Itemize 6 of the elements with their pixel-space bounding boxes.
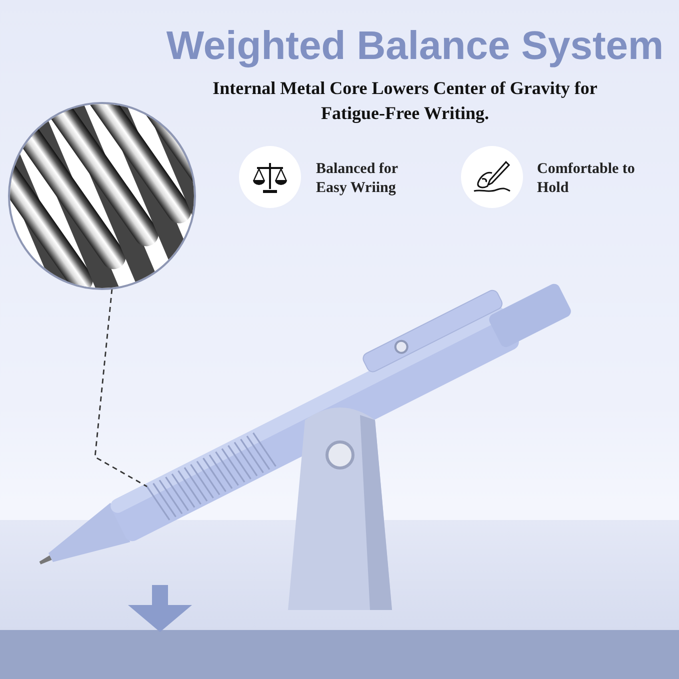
subtitle: Internal Metal Core Lowers Center of Gravity for Fatigue-Free Writing. (212, 77, 598, 126)
feature-text: Comfortable to Hold (537, 160, 636, 198)
feature-text: Balanced for Easy Wriing (316, 160, 399, 198)
spring-core-section (146, 432, 276, 520)
leader-line (94, 288, 148, 488)
title: Weighted Balance System (165, 24, 665, 69)
